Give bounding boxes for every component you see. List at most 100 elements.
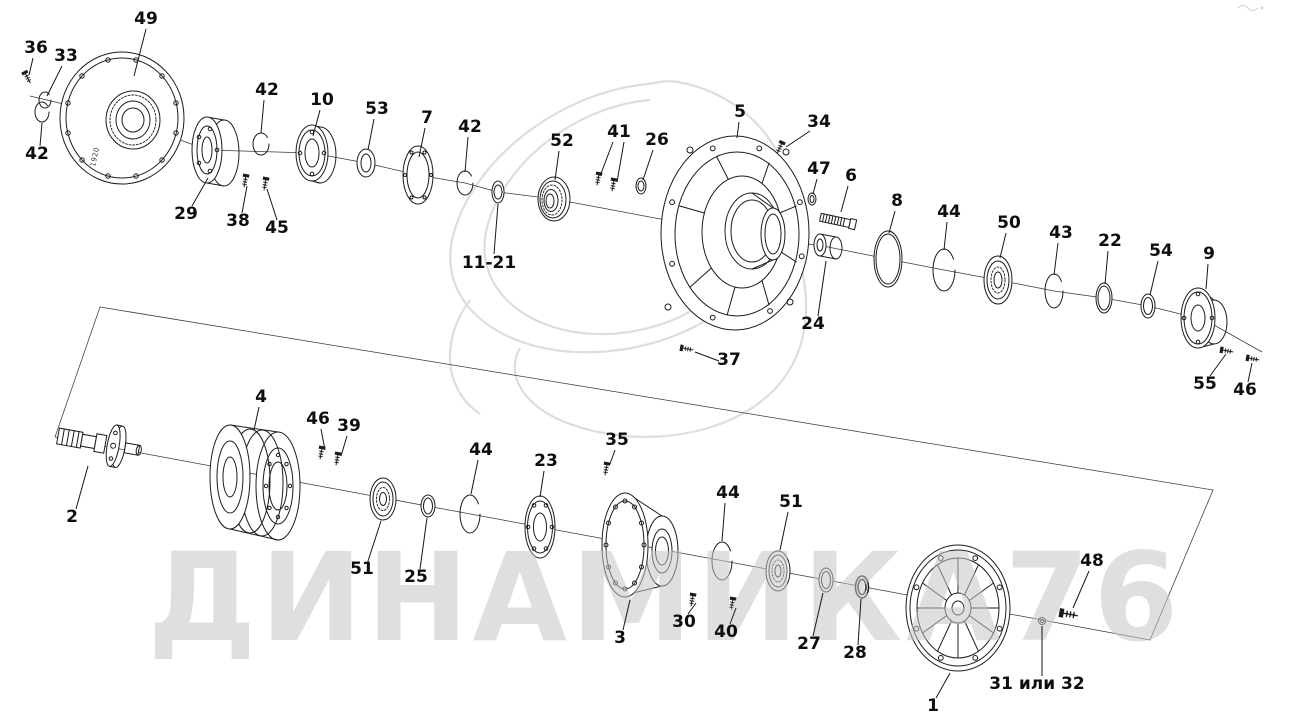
- callout-label-28: 28: [843, 643, 867, 663]
- leader-line-46-2: [320, 428, 326, 451]
- leader-line-6: [840, 185, 849, 213]
- callout-label-54: 54: [1149, 241, 1173, 261]
- part-52-bearing: [537, 176, 571, 222]
- part-47-fitting: [807, 192, 817, 206]
- callout-label-44-2: 44: [469, 440, 493, 460]
- callout-label-37: 37: [717, 350, 741, 370]
- leader-line-46-1: [1247, 362, 1253, 383]
- leader-line-23: [539, 470, 545, 498]
- callout-label-23: 23: [534, 451, 558, 471]
- leader-line-42-1: [39, 122, 43, 147]
- callout-label-36: 36: [24, 38, 48, 58]
- leader-line-29: [191, 177, 209, 207]
- leader-line-36: [28, 57, 34, 76]
- callout-label-51-1: 51: [350, 559, 374, 579]
- layout-parallelogram: [54, 306, 1214, 641]
- callout-label-53: 53: [365, 99, 389, 119]
- leader-line-26: [642, 149, 654, 181]
- callout-label-40: 40: [714, 622, 738, 642]
- leader-lines: [28, 28, 1253, 699]
- callout-label-9: 9: [1203, 244, 1215, 264]
- corner-mark: [1237, 5, 1264, 11]
- part-7-gasket-ring: [402, 145, 434, 205]
- callout-label-11-21: 11-21: [462, 253, 516, 273]
- part-45-bolt: [260, 175, 270, 191]
- callout-label-55: 55: [1193, 374, 1217, 394]
- callout-label-7: 7: [421, 108, 433, 128]
- leader-line-53: [367, 118, 375, 151]
- part-28-seal: [854, 575, 870, 599]
- part-10-flange-ring: [295, 124, 337, 184]
- callout-label-24: 24: [801, 314, 825, 334]
- callout-label-44-3: 44: [716, 483, 740, 503]
- leader-line-41: [616, 141, 625, 183]
- leader-line-22: [1104, 250, 1109, 285]
- leader-line-28: [857, 598, 862, 646]
- leader-line-44-3: [721, 502, 726, 542]
- leader-line-43: [1053, 242, 1059, 276]
- part-3-hub-flange: [601, 492, 679, 598]
- part-42-ring-a: [34, 101, 50, 123]
- callout-label-48: 48: [1080, 551, 1104, 571]
- part-55-bolt: [1218, 346, 1234, 356]
- callout-label-46-1: 46: [1233, 380, 1257, 400]
- leader-line-51-2: [779, 511, 789, 551]
- callout-label-39: 39: [337, 416, 361, 436]
- part-11-21-seal-ring: [491, 180, 505, 204]
- leader-line-33: [46, 65, 63, 97]
- part-9-cap: [1180, 287, 1228, 349]
- leader-line-34: [785, 130, 811, 148]
- leader-line-49: [133, 28, 147, 77]
- callout-label-38: 38: [226, 211, 250, 231]
- part-44-snap-ring-c: [711, 541, 733, 581]
- leader-line-1: [935, 672, 951, 699]
- part-53-ring: [356, 148, 376, 178]
- part-38-bolt: [240, 172, 250, 188]
- callout-label-1: 1: [927, 696, 939, 716]
- leader-line-55: [1209, 353, 1227, 377]
- part-51-bearing-b: [765, 550, 791, 592]
- callout-label-50: 50: [997, 213, 1021, 233]
- callout-label-6: 6: [845, 166, 857, 186]
- part-1-drum-cover: [905, 544, 1011, 672]
- callout-label-42-2: 42: [255, 80, 279, 100]
- part-5-hub-carrier: [660, 135, 810, 331]
- callout-label-49: 49: [134, 9, 158, 29]
- leader-line-27: [812, 592, 824, 637]
- callout-label-2: 2: [66, 507, 78, 527]
- watermark-text: ДИНАМИКА76: [148, 527, 1183, 669]
- leader-line-9: [1205, 263, 1209, 290]
- leader-line-35: [609, 449, 616, 465]
- callout-label-41: 41: [607, 122, 631, 142]
- part-44-snap-ring-b: [459, 494, 481, 534]
- leader-line-44-1: [943, 221, 948, 251]
- leader-line-30: [687, 602, 697, 615]
- leader-line-2: [75, 465, 89, 510]
- part-37-bolt: [678, 344, 694, 354]
- leader-line-42-2: [260, 99, 265, 134]
- part-51-bearing-a: [369, 477, 397, 521]
- leader-line-44-2: [470, 459, 479, 495]
- leader-line-51-1: [367, 520, 382, 562]
- part-33-washer: [38, 91, 52, 109]
- leader-line-54: [1149, 260, 1159, 296]
- part-41-bolt-b: [608, 176, 618, 192]
- callout-label-42-1: 42: [25, 144, 49, 164]
- callout-label-33: 33: [54, 46, 78, 66]
- part-8-ring: [873, 230, 903, 288]
- leader-line-52: [554, 150, 560, 181]
- leader-line-4: [253, 406, 260, 431]
- leader-line-24: [817, 260, 827, 317]
- leader-line-39: [340, 435, 348, 457]
- leader-line-40: [729, 607, 737, 625]
- callout-label-42-3: 42: [458, 117, 482, 137]
- leader-line-45: [266, 188, 278, 221]
- part-54-ring: [1140, 293, 1156, 319]
- leader-line-50: [999, 232, 1007, 259]
- part-39-bolt: [332, 450, 342, 466]
- part-25-ring: [420, 494, 436, 518]
- part-50-bearing: [983, 255, 1013, 305]
- part-4-ribbed-drum: [209, 424, 301, 541]
- leader-line-11-21: [493, 203, 499, 255]
